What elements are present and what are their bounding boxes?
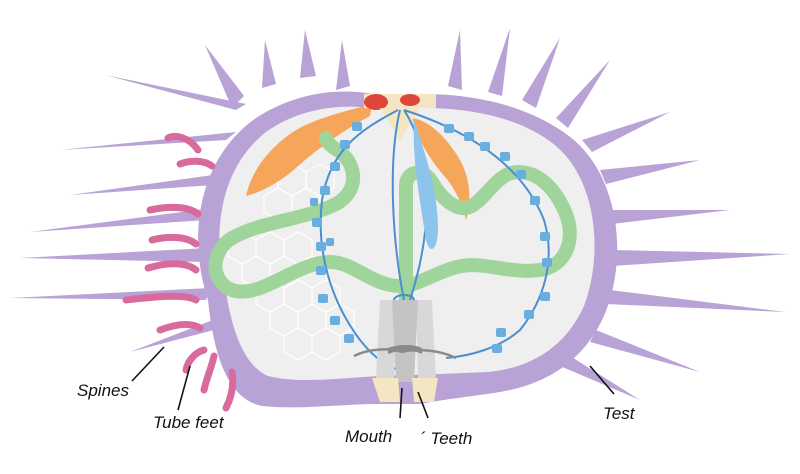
spines <box>10 28 790 400</box>
spines-leader <box>131 346 165 382</box>
gut <box>208 131 577 379</box>
test-plates <box>227 163 355 361</box>
mouth-leader <box>399 387 403 419</box>
spines-label: Spines <box>77 381 129 400</box>
tube-feet-leader <box>177 365 191 411</box>
teeth-label: ´ Teeth <box>420 429 473 448</box>
aristotles-lantern <box>353 300 457 402</box>
aboral-apex <box>364 94 436 140</box>
teeth-leader <box>417 391 429 419</box>
mouth-label: Mouth <box>345 427 393 446</box>
test-leader <box>589 365 615 395</box>
leader-lines <box>131 346 615 419</box>
gonad-left <box>246 104 372 196</box>
test-label: Test <box>603 404 635 423</box>
ampullae <box>310 122 552 353</box>
tube-feet <box>122 133 237 412</box>
tube-feet-label: Tube feet <box>153 413 224 432</box>
gonad-right <box>412 118 470 220</box>
stone-canal <box>413 120 438 250</box>
